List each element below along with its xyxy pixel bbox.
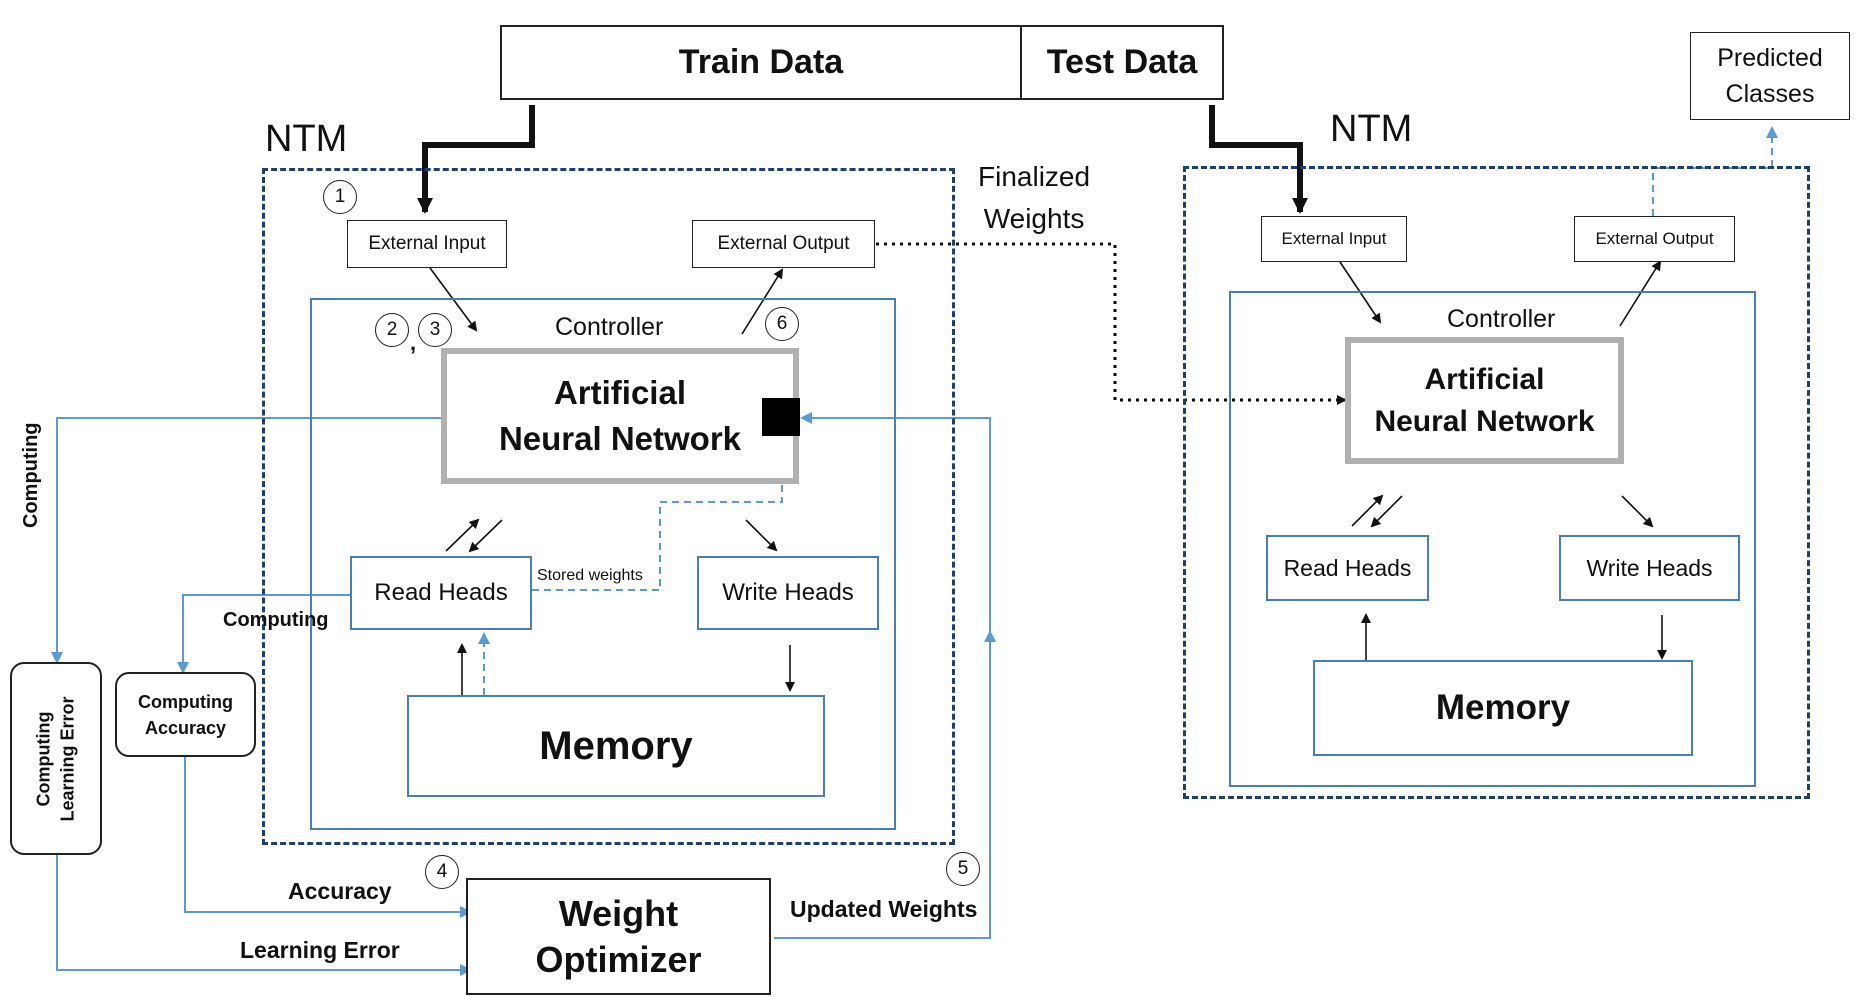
updated-weights-to-ann-line [800, 412, 991, 632]
read-heads-down-arrow [468, 519, 503, 553]
accuracy-box: Computing Accuracy [115, 672, 256, 757]
right-controller-label: Controller [1447, 305, 1556, 333]
r-read-heads-up-arrow [1351, 494, 1384, 527]
right-ntm-title: NTM [1330, 108, 1413, 150]
step-4-badge: 4 [425, 855, 459, 889]
learning-error-box-text: Computing Learning Error [32, 696, 80, 821]
test-data-feed-arrow [1209, 105, 1308, 214]
accuracy-box-line2: Accuracy [144, 717, 227, 738]
left-read-heads-label: Read Heads [374, 579, 508, 606]
learning-error-label: Learning Error [240, 937, 400, 963]
right-memory-label: Memory [1435, 688, 1571, 727]
controller-to-ext-output-arrow [741, 268, 784, 335]
left-external-output-box: External Output [692, 220, 875, 268]
read-heads-to-accuracy-line [177, 594, 352, 674]
right-ntm-frame [1183, 166, 1810, 799]
right-controller-frame [1229, 291, 1756, 787]
right-external-output-label: External Output [1595, 229, 1714, 248]
right-write-heads-label: Write Heads [1586, 554, 1713, 581]
finalized-weights-label: Finalized Weights [978, 156, 1090, 240]
learning-error-line2: Learning Error [58, 695, 78, 822]
left-external-input-label: External Input [368, 233, 486, 254]
updated-weights-label: Updated Weights [790, 896, 978, 922]
r-controller-to-ext-output-arrow [1619, 260, 1662, 327]
predicted-classes-line1: Predicted [1717, 44, 1823, 72]
stored-weights-label: Stored weights [537, 567, 643, 584]
ann-to-learning-error-line [51, 417, 443, 664]
accuracy-to-optimizer-line [184, 757, 472, 918]
step-separator: , [410, 330, 417, 355]
left-ann-line1: Artificial [553, 374, 687, 411]
right-read-heads-box: Read Heads [1266, 535, 1429, 601]
right-write-heads-box: Write Heads [1559, 535, 1740, 601]
left-write-heads-label: Write Heads [722, 579, 854, 606]
left-read-heads-box: Read Heads [350, 556, 532, 630]
output-to-predicted-line [1652, 126, 1778, 216]
left-memory-label: Memory [539, 723, 693, 768]
computing-vertical-label: Computing [20, 422, 42, 528]
weights-store-square [762, 398, 800, 436]
left-controller-frame [310, 298, 896, 830]
write-heads-down-arrow [745, 519, 778, 552]
train-data-label: Train Data [678, 43, 844, 81]
left-external-input-box: External Input [347, 220, 507, 268]
step-5-badge: 5 [946, 852, 980, 886]
step-3-badge: 3 [418, 313, 452, 347]
accuracy-box-line1: Computing [138, 691, 233, 712]
right-memory-box: Memory [1313, 660, 1693, 756]
learning-error-to-optimizer-line [56, 855, 472, 976]
left-controller-label: Controller [555, 313, 664, 341]
step-2-badge: 2 [375, 313, 409, 347]
train-data-feed-arrow [417, 105, 535, 214]
step-6-badge: 6 [765, 307, 799, 341]
right-read-heads-label: Read Heads [1283, 554, 1412, 581]
predicted-classes-line2: Classes [1725, 80, 1815, 108]
stored-weights-line [532, 438, 788, 591]
weight-optimizer-box: Weight Optimizer [466, 878, 771, 995]
right-external-input-label: External Input [1281, 229, 1387, 248]
right-external-output-box: External Output [1574, 216, 1735, 262]
test-data-box: Test Data [1020, 25, 1224, 100]
computing-mid-label: Computing [223, 609, 329, 631]
r-write-heads-down-arrow [1621, 495, 1654, 528]
learning-error-box: Computing Learning Error [10, 662, 102, 855]
read-heads-up-arrow [445, 518, 480, 552]
learning-error-line1: Computing [34, 711, 54, 806]
r-read-heads-down-arrow [1370, 495, 1403, 528]
left-ann-line2: Neural Network [498, 420, 742, 457]
left-ann-box: Artificial Neural Network [441, 348, 799, 484]
finalized-weights-line1: Finalized [978, 161, 1091, 192]
accuracy-label: Accuracy [288, 878, 392, 904]
test-data-label: Test Data [1046, 43, 1198, 81]
updated-weights-line [774, 630, 996, 939]
right-ann-line1: Artificial [1424, 362, 1545, 396]
weight-optimizer-line2: Optimizer [535, 938, 702, 980]
left-ntm-frame [262, 168, 955, 845]
right-ann-line2: Neural Network [1374, 404, 1595, 438]
left-ntm-title: NTM [265, 118, 348, 160]
train-data-box: Train Data [500, 25, 1022, 100]
right-external-input-box: External Input [1261, 216, 1407, 262]
left-write-heads-box: Write Heads [697, 556, 879, 630]
step-1-badge: 1 [323, 180, 357, 214]
left-external-output-label: External Output [717, 233, 850, 254]
predicted-classes-box: Predicted Classes [1690, 32, 1850, 120]
right-ann-box: Artificial Neural Network [1345, 337, 1624, 464]
weight-optimizer-line1: Weight [558, 892, 679, 934]
left-memory-box: Memory [407, 695, 825, 797]
finalized-weights-line2: Weights [983, 203, 1085, 234]
